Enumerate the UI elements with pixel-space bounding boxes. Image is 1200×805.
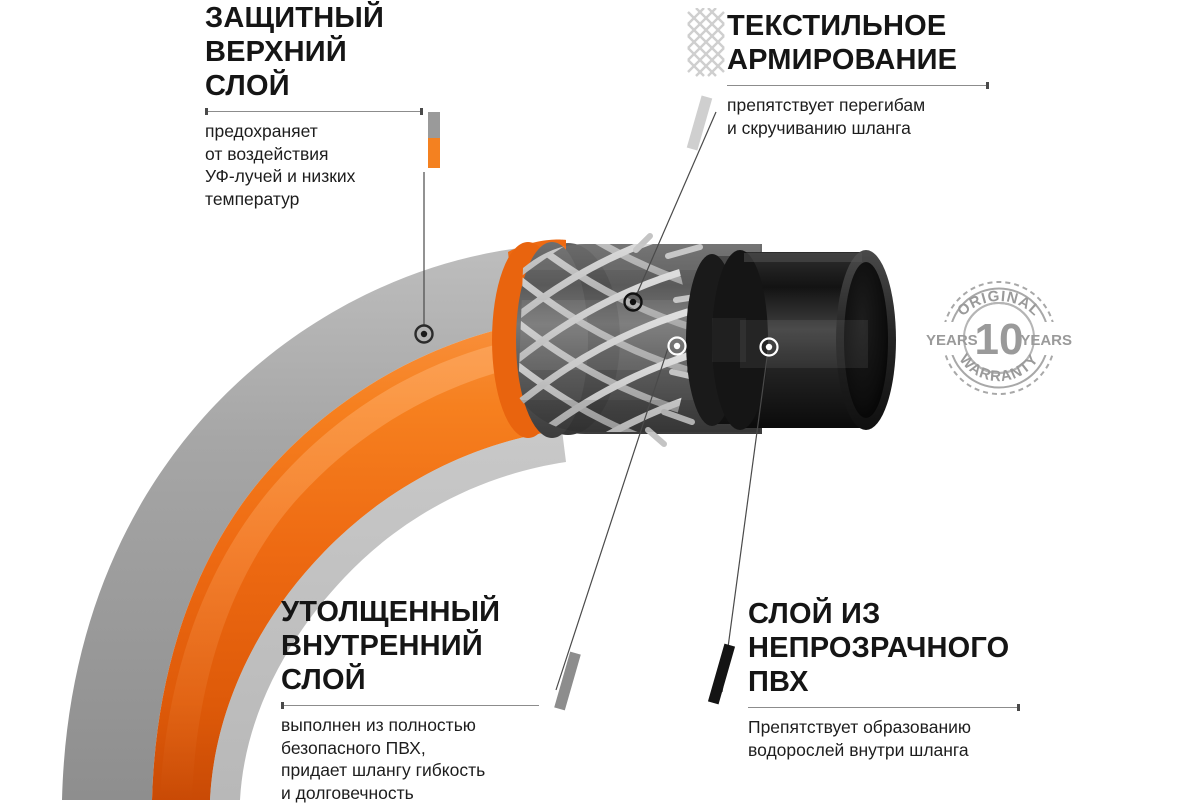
mesh-braid-icon <box>687 8 725 77</box>
callout-body-textile: препятствует перегибам и скручиванию шла… <box>727 94 926 138</box>
badge-years-number: 10 <box>975 315 1024 364</box>
callout-heading-protective: ЗАЩИТНЫЙ ВЕРХНИЙ СЛОЙ <box>205 2 384 102</box>
marker-seg-gray <box>428 112 440 138</box>
callout-heading-opaque: СЛОЙ ИЗ НЕПРОЗРАЧНОГО ПВХ <box>748 598 1010 698</box>
callout-dot-opaque <box>759 337 779 357</box>
callout-divider-opaque <box>748 703 1020 711</box>
callout-thickened-inner-layer: УТОЛЩЕННЫЙ ВНУТРЕННИЙ СЛОЙ выполнен из п… <box>281 596 539 805</box>
callout-textile-reinforcement: ТЕКСТИЛЬНОЕ АРМИРОВАНИЕ препятствует пер… <box>727 10 989 139</box>
callout-protective-top-layer: ЗАЩИТНЫЙ ВЕРХНИЙ СЛОЙ предохраняет от во… <box>205 2 423 211</box>
tube-bore <box>844 262 888 418</box>
callout-opaque-pvc-layer: СЛОЙ ИЗ НЕПРОЗРАЧНОГО ПВХ Препятствует о… <box>748 598 1020 761</box>
callout-dot-protective <box>414 324 434 344</box>
marker-seg-orange <box>428 138 440 168</box>
callout-heading-textile: ТЕКСТИЛЬНОЕ АРМИРОВАНИЕ <box>727 10 958 76</box>
callout-body-opaque: Препятствует образованию водорослей внут… <box>748 716 972 760</box>
callout-dot-textile <box>623 292 643 312</box>
marker-bar-protective <box>428 112 440 168</box>
warranty-badge: ORIGINAL WARRANTY 10 YEARS YEARS <box>920 281 1078 395</box>
callout-body-protective: предохраняет от воздействия УФ-лучей и н… <box>205 120 356 210</box>
callout-heading-inner: УТОЛЩЕННЫЙ ВНУТРЕННИЙ СЛОЙ <box>281 596 501 696</box>
callout-dot-inner <box>667 336 687 356</box>
opaque-black-pvc-tube <box>686 250 896 430</box>
callout-divider-protective <box>205 107 423 115</box>
hose-highlight <box>160 336 542 800</box>
leader-lines <box>423 111 769 693</box>
callout-divider-inner <box>281 701 539 709</box>
callout-body-inner: выполнен из полностью безопасного ПВХ, п… <box>281 714 486 804</box>
hose-orange-body <box>152 320 562 800</box>
hose-underside-shadow <box>210 430 566 800</box>
badge-years-right: YEARS <box>1020 332 1072 349</box>
callout-divider-textile <box>727 81 989 89</box>
badge-years-left: YEARS <box>926 332 978 349</box>
